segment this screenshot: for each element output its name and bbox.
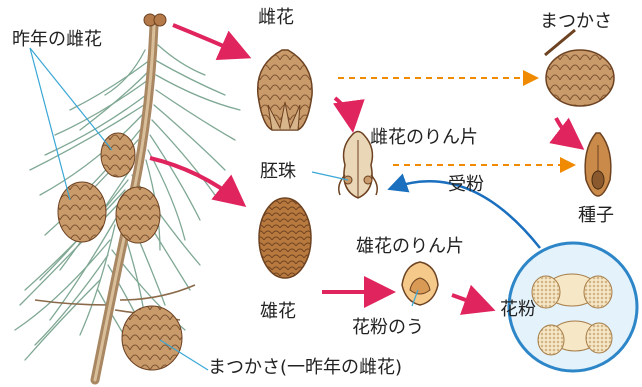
label-pollen: 花粉 [500, 300, 536, 320]
arrow-cone-to-seed [556, 118, 578, 145]
label-pollination: 受粉 [448, 175, 484, 195]
mature-pine-cone-illustration [545, 30, 614, 106]
label-male-scale: 雄花のりん片 [356, 237, 464, 257]
arrow-scale-to-pollen [452, 295, 488, 308]
seed-illustration [585, 133, 611, 196]
label-last-year-female-flower: 昨年の雌花 [12, 30, 102, 50]
label-old-cone: まつかさ(一昨年の雌花) [208, 358, 402, 378]
male-scale-illustration [402, 262, 438, 305]
female-flower-illustration [258, 50, 312, 130]
male-flower-illustration [259, 198, 311, 278]
leader-ovule [312, 172, 348, 180]
label-female-flower: 雌花 [258, 8, 294, 28]
label-pollen-sac: 花粉のう [352, 318, 424, 338]
pine-branch [15, 14, 240, 380]
label-male-flower: 雄花 [260, 302, 296, 322]
leader-last-year [30, 48, 70, 200]
ovule-right [364, 176, 372, 184]
label-pine-cone: まつかさ [540, 12, 612, 32]
old-pine-cone [122, 306, 182, 370]
label-female-scale: 雌花のりん片 [370, 128, 478, 148]
arrow-tip-to-female-flower [173, 25, 244, 55]
label-ovule: 胚珠 [260, 162, 296, 182]
pollen-grain-top [532, 274, 612, 308]
arrow-female-to-scale [335, 98, 352, 125]
label-seed: 種子 [578, 206, 614, 226]
pollen-grain-bottom [538, 321, 612, 355]
